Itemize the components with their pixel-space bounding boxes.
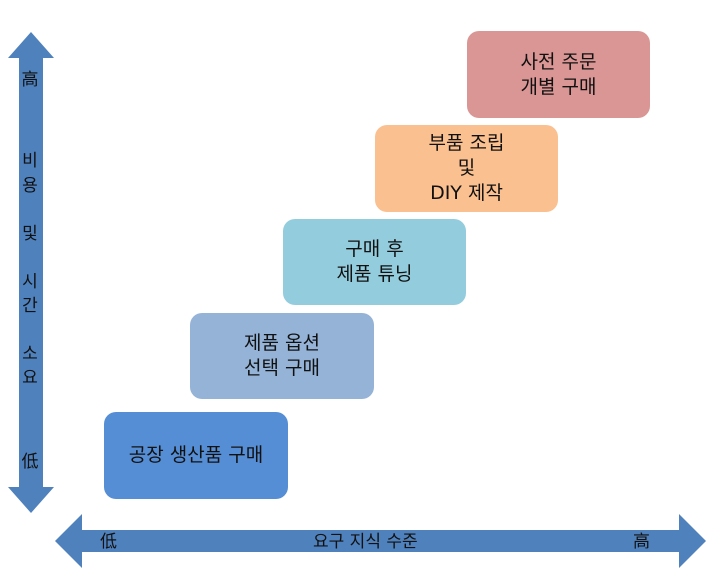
step-box-line: 제품 옵션 xyxy=(244,332,320,354)
step-box-preorder: 사전 주문 개별 구매 xyxy=(467,31,650,118)
vertical-axis-title-char: 비 xyxy=(22,151,38,171)
vertical-axis-high-label: 高 xyxy=(21,70,39,90)
vertical-axis-title-char: 소 xyxy=(22,344,38,364)
vertical-axis-title-char: 및 xyxy=(22,224,38,244)
vertical-axis-title-char: 용 xyxy=(22,176,38,196)
step-box-line: 제품 튜닝 xyxy=(336,263,413,285)
step-box-line: 부품 조립 xyxy=(428,132,505,154)
step-box-line: 공장 생산품 구매 xyxy=(128,444,264,466)
step-box-line: 구매 후 xyxy=(345,238,404,260)
step-box-option-purchase: 제품 옵션 선택 구매 xyxy=(190,313,374,399)
step-box-line: 사전 주문 xyxy=(520,50,597,73)
horizontal-axis-title: 요구 지식 수준 xyxy=(313,532,418,552)
vertical-axis-title-char: 요 xyxy=(22,368,38,388)
step-box-line: 개별 구매 xyxy=(520,75,597,98)
horizontal-axis-high-label: 高 xyxy=(633,532,650,552)
step-box-diy: 부품 조립 및 DIY 제작 xyxy=(375,125,558,212)
horizontal-axis-low-label: 低 xyxy=(100,532,117,552)
step-box-tuning: 구매 후 제품 튜닝 xyxy=(283,219,466,305)
vertical-axis-low-label: 低 xyxy=(21,452,39,472)
vertical-axis-title-char: 시 xyxy=(22,272,38,292)
vertical-axis-title-char: 간 xyxy=(22,296,38,316)
horizontal-axis-arrow xyxy=(55,514,706,568)
step-box-line: 선택 구매 xyxy=(244,357,320,379)
vertical-axis-arrow xyxy=(8,32,54,513)
step-box-line: 및 xyxy=(457,157,476,179)
step-box-factory-purchase: 공장 생산품 구매 xyxy=(104,412,288,499)
step-box-line: DIY 제작 xyxy=(430,182,503,204)
